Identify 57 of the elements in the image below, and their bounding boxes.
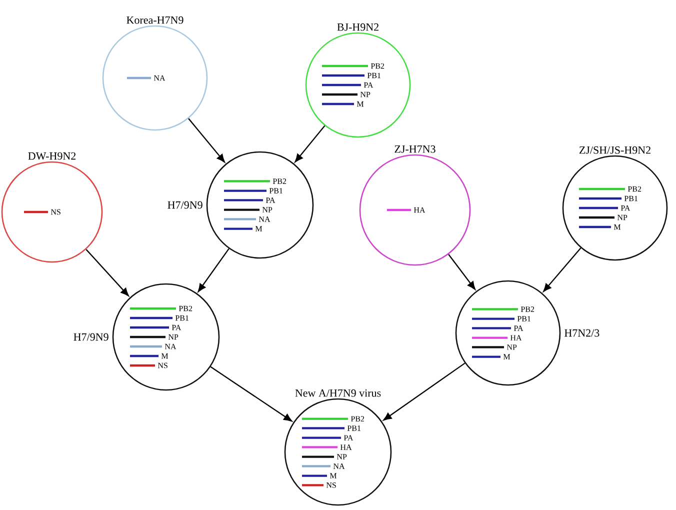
- strain-label: DW-H9N2: [28, 152, 76, 160]
- segment-label: NA: [154, 75, 166, 81]
- segment-label: M: [161, 353, 168, 359]
- arrow: [210, 366, 292, 422]
- segment-label: PB2: [350, 416, 364, 422]
- segment-label: NA: [164, 344, 176, 350]
- segment-label: NP: [336, 454, 347, 460]
- segment-label: M: [503, 354, 510, 360]
- strain-label: ZJ/SH/JS-H9N2: [579, 146, 650, 154]
- segment-label: M: [255, 226, 262, 232]
- strain-label: ZJ-H7N3: [394, 145, 436, 153]
- strain-label: H7N2/3: [564, 329, 600, 337]
- segment-label: NP: [168, 334, 178, 340]
- segment-label: PB1: [175, 315, 188, 321]
- strain-label: BJ-H9N2: [337, 23, 378, 31]
- arrow: [448, 254, 476, 290]
- arrow: [543, 248, 582, 292]
- strain-label: H7/9N9: [74, 333, 108, 341]
- segment-label: PA: [514, 326, 524, 331]
- segment-label: HA: [340, 444, 352, 450]
- segment-label: PA: [172, 324, 182, 330]
- segment-label: M: [356, 101, 364, 107]
- segment-label: M: [614, 224, 621, 230]
- segment-label: HA: [510, 335, 522, 340]
- segment-label: NS: [50, 209, 60, 215]
- segment-label: PA: [620, 205, 630, 211]
- segment-label: PA: [266, 198, 276, 203]
- segment-label: NP: [360, 92, 370, 98]
- segment-label: NA: [258, 216, 270, 222]
- segment-label: PB2: [370, 63, 384, 69]
- arrow: [188, 118, 225, 162]
- segment-label: PA: [344, 435, 354, 440]
- segment-label: NP: [506, 344, 517, 350]
- strain-label: New A/H7N9 virus: [295, 389, 381, 397]
- arrow: [198, 248, 230, 292]
- segment-label: PB2: [178, 306, 192, 312]
- arrow: [86, 249, 129, 296]
- segment-label: PA: [364, 82, 374, 88]
- segment-label: PB2: [272, 178, 286, 184]
- segment-label: NS: [158, 362, 168, 368]
- segment-label: HA: [414, 207, 426, 213]
- segment-label: NP: [262, 207, 272, 212]
- segment-label: PB2: [520, 306, 534, 312]
- segment-label: NS: [326, 482, 336, 488]
- segment-label: NA: [333, 464, 345, 469]
- arrow: [294, 125, 326, 162]
- segment-label: PB1: [517, 316, 530, 322]
- strain-label: H7/9N9: [168, 201, 202, 209]
- segment-label: PB1: [269, 188, 282, 194]
- segment-label: PB1: [347, 426, 360, 431]
- strain-label: Korea-H7N9: [126, 16, 184, 24]
- segment-label: PB1: [624, 196, 638, 202]
- arrow: [383, 362, 466, 420]
- segment-label: NP: [617, 214, 628, 220]
- segment-label: PB1: [367, 72, 380, 78]
- segment-label: M: [330, 473, 337, 478]
- segment-label: PB2: [628, 186, 642, 192]
